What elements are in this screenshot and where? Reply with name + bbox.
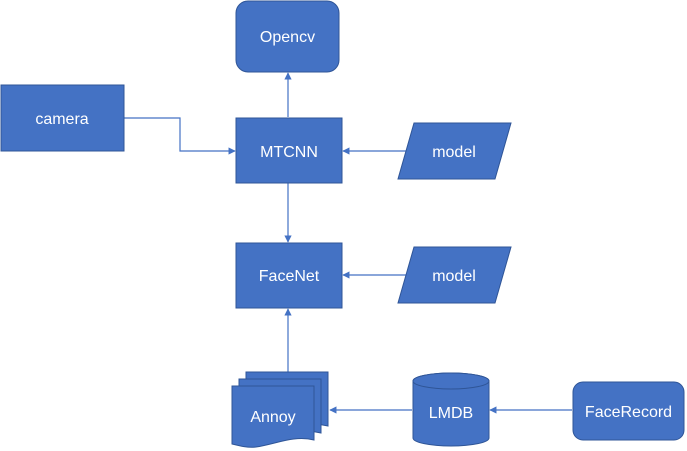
facenet-label: FaceNet bbox=[259, 268, 320, 285]
opencv-node[interactable]: Opencv bbox=[235, 0, 340, 73]
facerecord-label: FaceRecord bbox=[585, 404, 672, 421]
model-bottom-label: model bbox=[432, 268, 476, 285]
mtcnn-label: MTCNN bbox=[260, 144, 318, 161]
annoy-node[interactable]: Annoy bbox=[231, 371, 329, 448]
model-top-label: model bbox=[432, 144, 476, 161]
model-bottom-node[interactable]: model bbox=[397, 246, 512, 304]
mtcnn-node[interactable]: MTCNN bbox=[235, 117, 343, 184]
camera-label: camera bbox=[35, 111, 88, 128]
lmdb-node[interactable]: LMDB bbox=[412, 372, 490, 447]
lmdb-label: LMDB bbox=[429, 405, 473, 422]
annoy-label: Annoy bbox=[250, 409, 295, 426]
camera-node[interactable]: camera bbox=[0, 84, 125, 152]
model-top-node[interactable]: model bbox=[397, 122, 512, 180]
edge-camera-to-mtcnn bbox=[124, 117, 236, 155]
edges bbox=[124, 72, 572, 414]
facerecord-node[interactable]: FaceRecord bbox=[572, 381, 685, 441]
opencv-label: Opencv bbox=[260, 29, 315, 46]
facenet-node[interactable]: FaceNet bbox=[235, 242, 343, 309]
